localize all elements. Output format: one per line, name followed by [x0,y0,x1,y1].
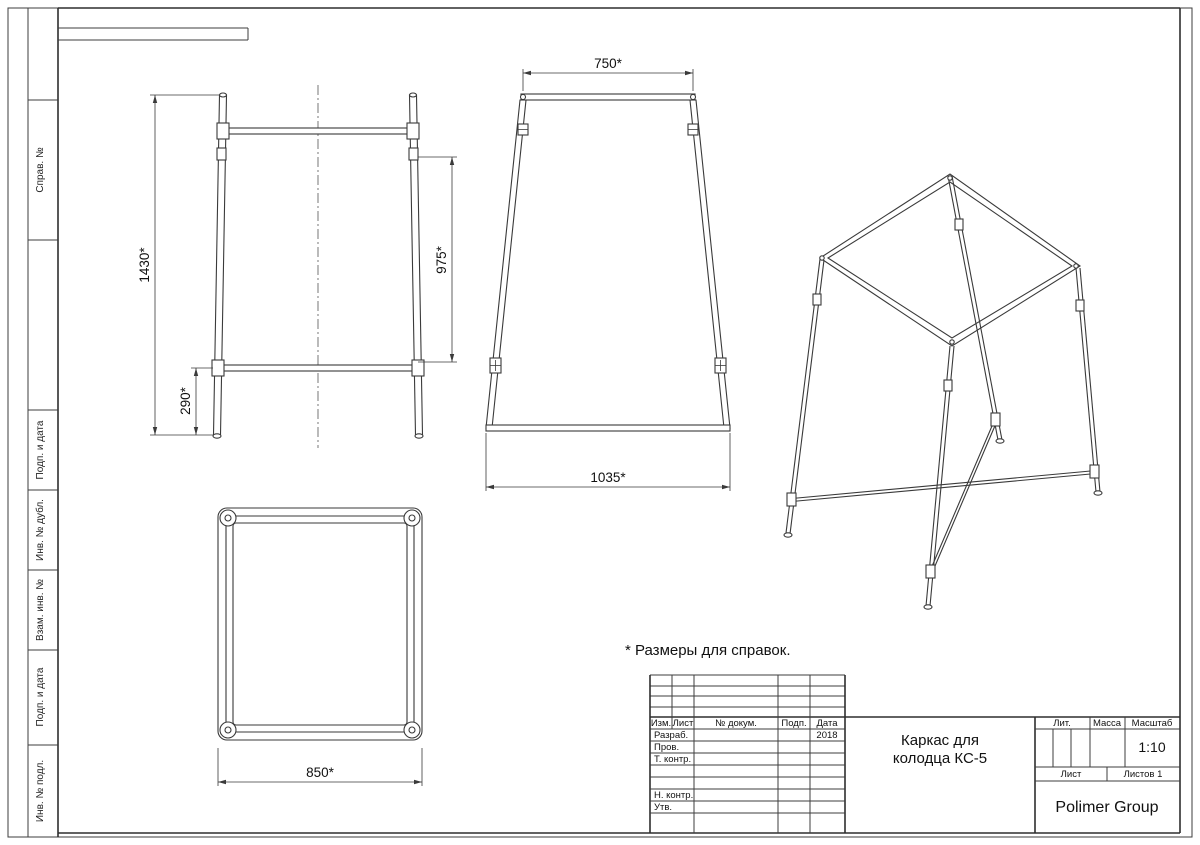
front-view: 1430* 290* 975* [137,85,457,448]
mass-label: Масса [1093,718,1122,729]
svg-text:1035*: 1035* [590,470,626,485]
role-tkontr: Т. контр. [654,754,691,765]
doc-title-line2: колодца КС-5 [893,750,987,767]
company-name: Polimer Group [1055,799,1158,816]
side-right-leg [689,99,731,429]
scale-label: Масштаб [1132,718,1173,729]
col-data: Дата [816,718,838,729]
svg-text:1430*: 1430* [137,247,152,283]
front-top-bar [225,127,411,135]
top-ring-mid [225,515,415,733]
strip-label-sprav: Справ. № [35,147,46,193]
front-right-leg [408,94,424,436]
strip-label-inv-dubl: Инв. № дубл. [34,499,46,561]
side-top-bar [520,93,696,101]
role-razrab: Разраб. [654,730,688,741]
doc-title-line1: Каркас для [901,732,979,749]
sheet-frame [7,7,1193,838]
scale-value: 1:10 [1138,739,1165,755]
role-nkontr: Н. контр. [654,790,693,801]
isometric-view [783,173,1103,610]
col-podp: Подп. [781,718,806,729]
strip-label-podp-1: Подп. и дата [35,420,46,479]
dim-front-lower: 290* [178,367,213,435]
title-block: Изм. Лист № докум. Подп. Дата Разраб. Пр… [649,674,1180,833]
col-izm: Изм. [651,718,671,729]
dim-top-width: 850* [217,748,423,786]
dim-front-leg: 975* [418,156,457,363]
iso-top-ring [818,173,1081,347]
left-column-labels: Справ. № Подп. и дата Инв. № дубл. Взам.… [34,147,46,822]
dim-side-bottom-width: 1035* [485,433,731,491]
sheets-count: Листов 1 [1124,769,1163,780]
svg-text:850*: 850* [306,765,335,780]
role-utv: Утв. [654,802,672,813]
front-bottom-bar [220,364,417,372]
col-list: Лист [673,718,694,729]
svg-text:750*: 750* [594,56,623,71]
side-bottom-bar [485,424,731,432]
front-left-leg [212,94,228,436]
top-ring-inner [232,522,408,726]
svg-text:975*: 975* [434,245,449,274]
side-view: 750* 1035* [485,56,731,491]
dim-front-total-height: 1430* [137,94,219,436]
reference-note: * Размеры для справок. [625,642,790,659]
svg-text:290*: 290* [178,386,193,415]
lit-label: Лит. [1053,718,1070,729]
strip-label-inv-podl: Инв. № подл. [35,760,46,822]
col-dokum: № докум. [715,718,757,729]
strip-label-podp-2: Подп. и дата [35,667,46,726]
top-ring-outer [217,507,423,741]
strip-label-vzam: Взам. инв. № [35,579,46,641]
top-view: 850* [217,507,423,786]
side-left-leg [485,99,527,429]
doc-date: 2018 [816,730,837,741]
role-prov: Пров. [654,742,679,753]
sheet-label: Лист [1061,769,1082,780]
dim-side-top-width: 750* [522,56,694,91]
